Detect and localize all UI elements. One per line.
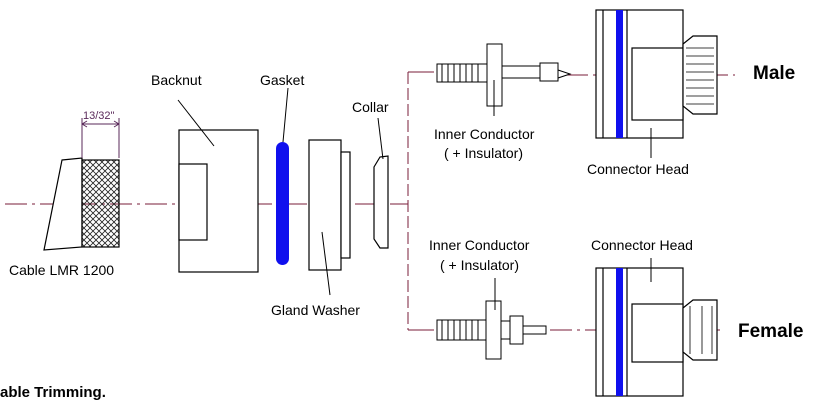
collar-leader [377,117,384,160]
connector-head-top-label: Connector Head [587,161,689,177]
gland-washer-leader [321,231,331,296]
gasket-label: Gasket [260,72,305,88]
male-head-seal [616,10,623,138]
gland-washer-label: Gland Washer [271,302,360,318]
female-head-seal [616,268,623,396]
connector-head-bottom-label: Connector Head [591,237,693,253]
insulator-bottom-label: ( + Insulator) [440,257,519,273]
trimming-caption: able Trimming. [0,384,106,401]
collar [373,155,389,249]
male-label: Male [753,63,796,84]
inner-conductor-top-label: Inner Conductor [434,126,535,142]
female-label: Female [738,321,804,342]
gasket-leader [282,87,289,143]
cable-label: Cable LMR 1200 [9,262,115,278]
cable-lmr-1200 [43,157,120,251]
male-inner-conductor [436,43,572,107]
insulator-top-label: ( + Insulator) [444,145,523,161]
dimension-marker [81,118,120,158]
inner-conductor-bottom-label: Inner Conductor [429,237,530,253]
female-inner-conductor [436,300,547,360]
backnut-leader [177,99,215,147]
female-connector-head [595,267,718,397]
male-connector-head [595,9,718,139]
backnut [178,129,259,273]
dimension-label: 13/32" [83,110,115,122]
gland-washer [308,139,351,271]
collar-label: Collar [352,99,389,115]
backnut-label: Backnut [151,72,202,88]
gasket [276,142,289,265]
